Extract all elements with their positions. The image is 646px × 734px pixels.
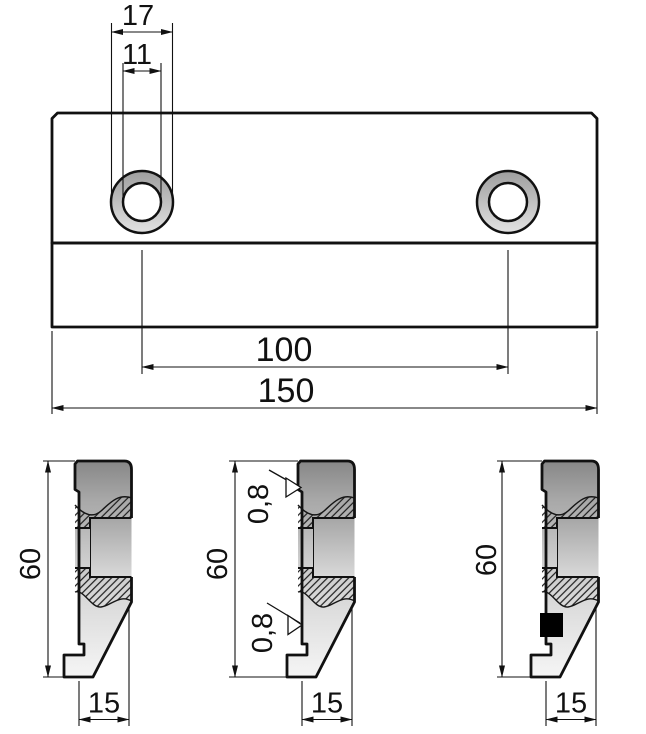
dim-label-height: 60: [202, 548, 234, 580]
dim-label-counterbore: 17: [122, 0, 154, 32]
dim-height: 60: [471, 460, 542, 678]
dim-label-height: 60: [471, 544, 503, 576]
dim-counterbore-diameter: 17: [110, 0, 174, 199]
section-view-middle: 60 0,8 0,8: [202, 461, 354, 726]
top-view: 17 11 100 150: [50, 0, 599, 414]
roughness-triangle-icon: [285, 476, 303, 499]
dim-label-height: 60: [15, 548, 47, 580]
hole-left: [109, 169, 175, 235]
jaw-section-profile: [531, 461, 599, 726]
roughness-triangle-icon: [287, 614, 304, 636]
section-view-left: 60: [15, 461, 131, 726]
through-hole-circle: [121, 181, 163, 223]
surface-roughness-upper: 0,8: [243, 469, 303, 524]
roughness-label: 0,8: [243, 484, 275, 524]
plate-lower-face: [50, 241, 599, 329]
dim-label-hole: 11: [122, 39, 152, 71]
surface-roughness-lower: 0,8: [247, 602, 304, 653]
dim-height: 60: [202, 460, 298, 678]
jaw-section-profile: [64, 461, 132, 726]
hole-right: [475, 169, 541, 235]
jaw-section-profile: [287, 461, 355, 726]
dim-label-overall: 150: [258, 372, 315, 410]
dim-height: 60: [15, 460, 75, 678]
insert-marker-square: [540, 613, 563, 637]
roughness-label: 0,8: [247, 613, 279, 653]
section-view-right: 60: [471, 461, 598, 726]
dim-hole-diameter: 11: [122, 39, 162, 201]
through-hole-circle: [487, 181, 529, 223]
dim-hole-spacing: 100: [141, 250, 509, 374]
dim-label-spacing: 100: [256, 331, 313, 369]
dim-overall-width: 150: [51, 331, 598, 414]
